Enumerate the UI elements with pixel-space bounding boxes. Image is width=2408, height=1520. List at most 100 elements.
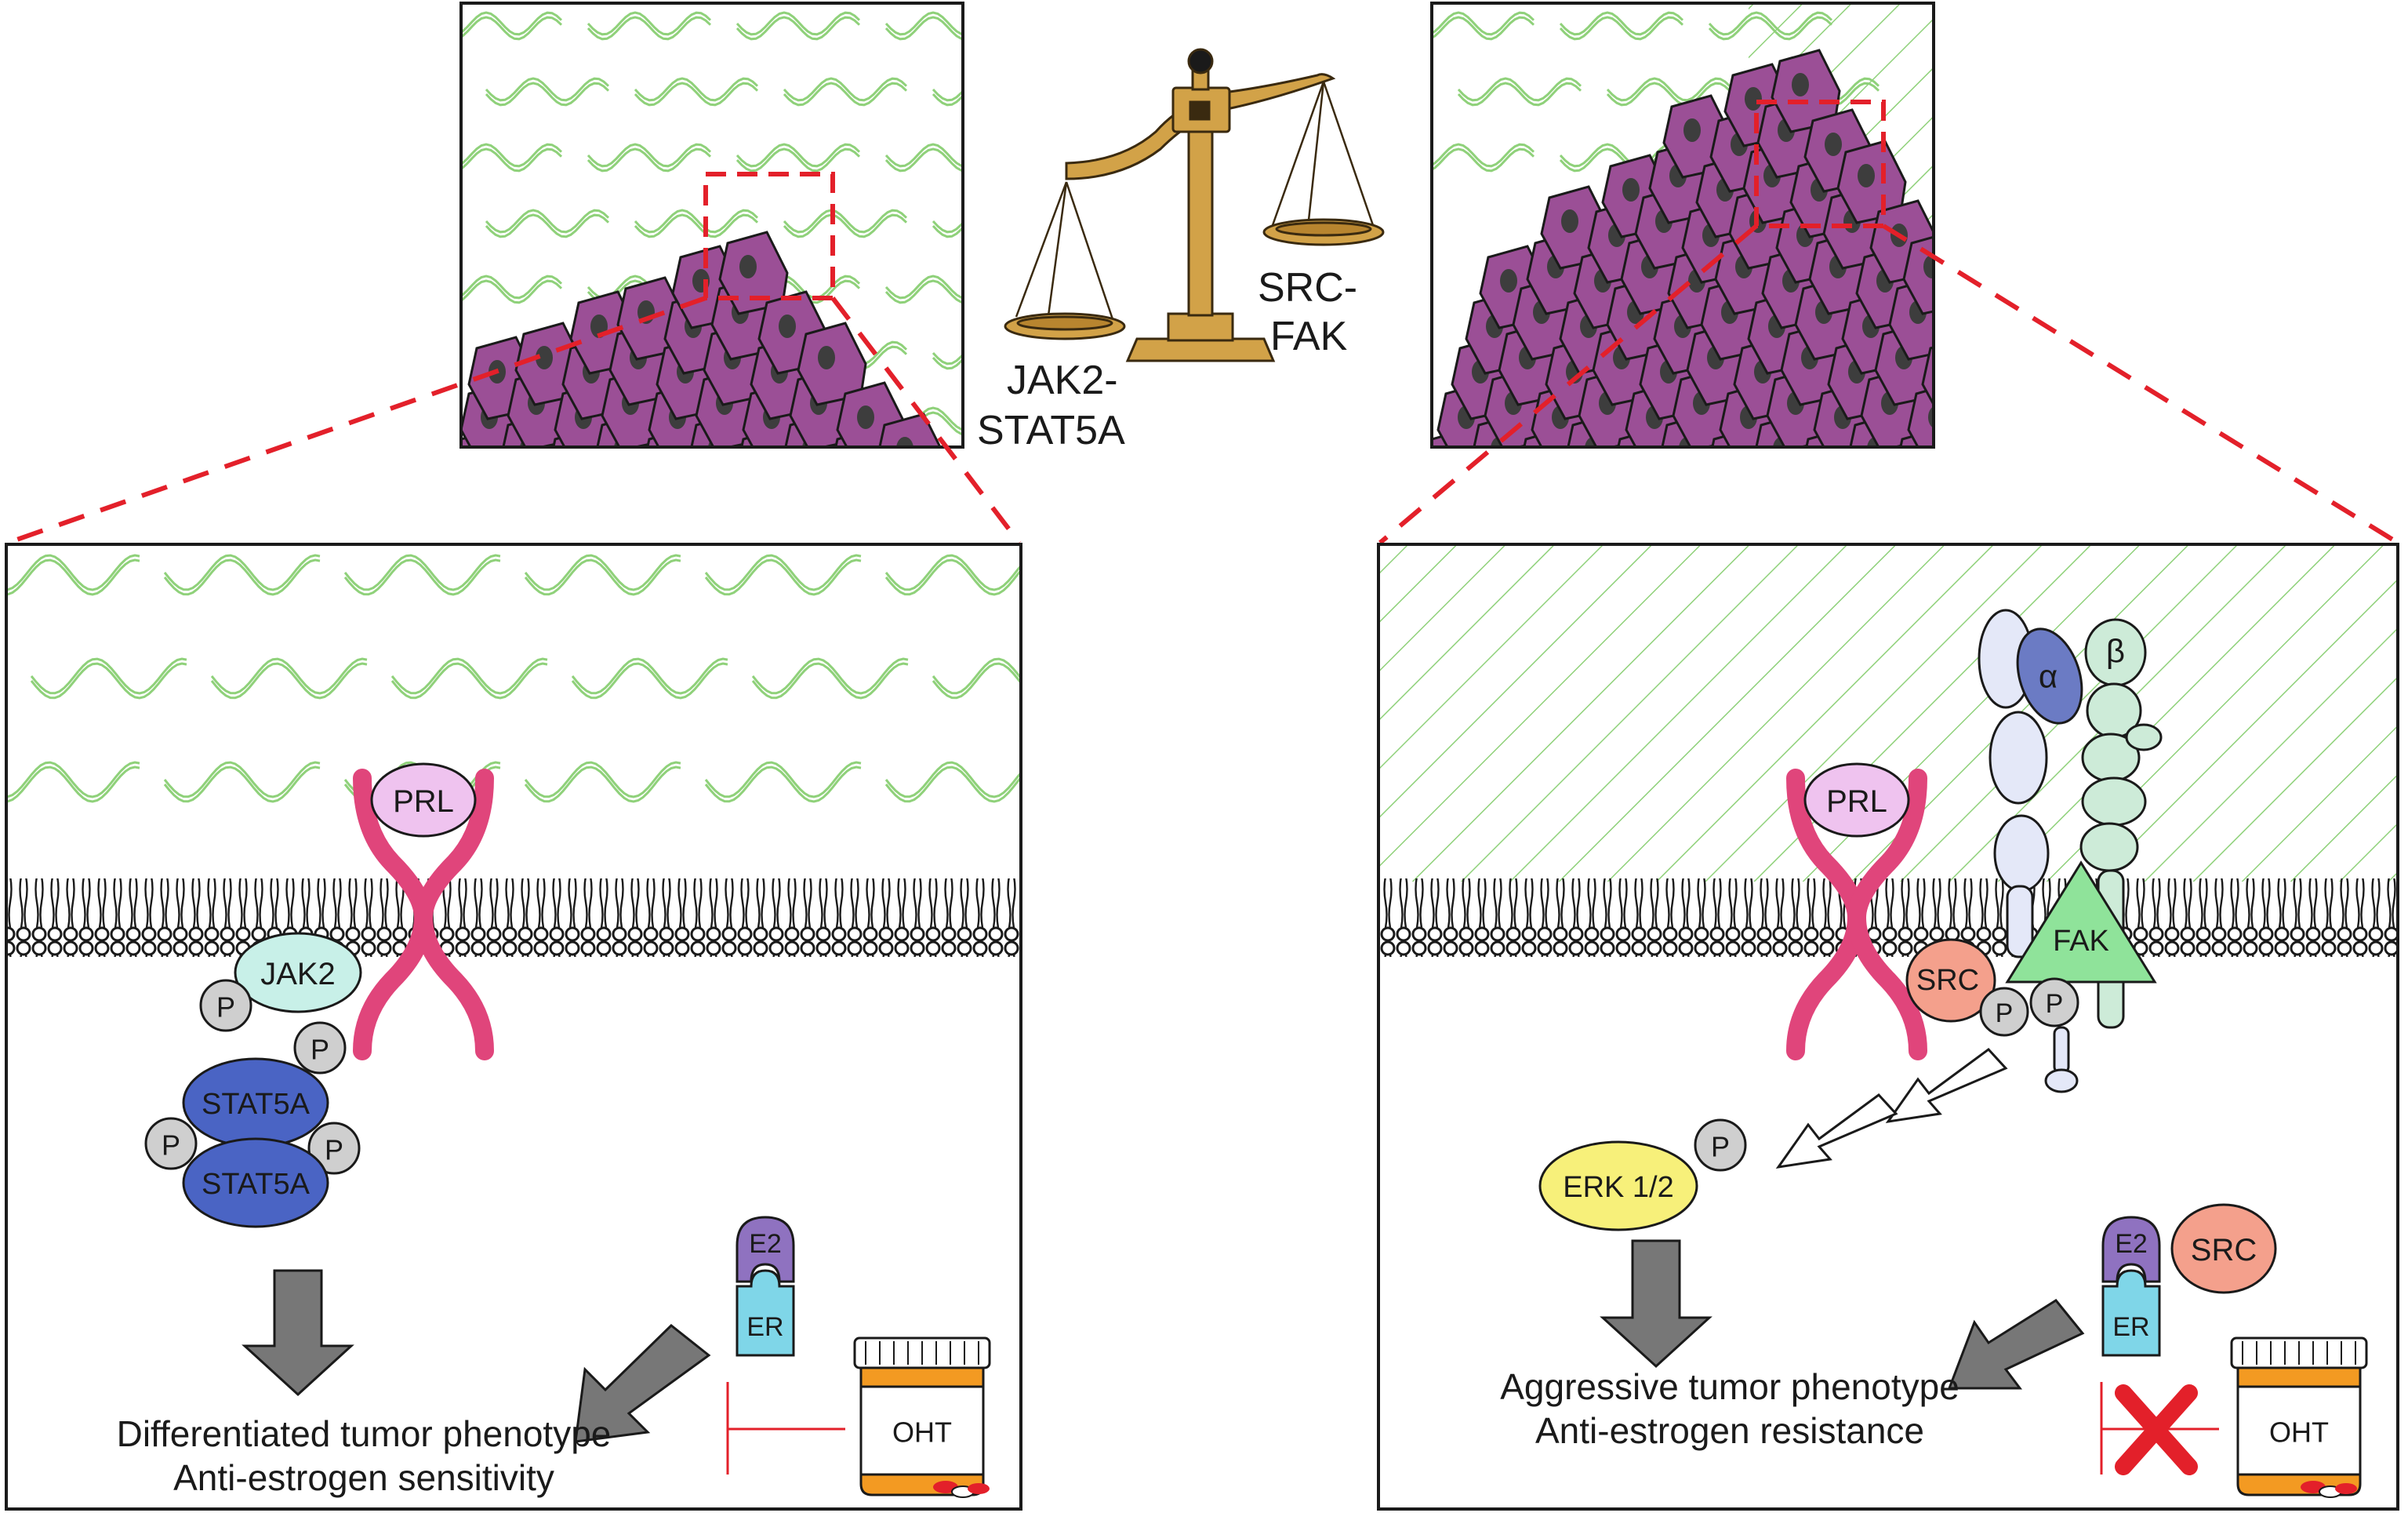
collagen-fiber [461,11,563,36]
hollow-arrow-icon [1885,1047,2008,1124]
balance-left-label-line2: STAT5A [977,408,1125,453]
collagen-fiber [1559,143,1684,168]
erk-label: ERK 1/2 [1563,1171,1674,1204]
collagen-fiber [461,143,563,168]
beta-label: β [2106,633,2125,670]
collagen-fiber [524,761,681,798]
collagen-fiber [461,147,563,173]
cell-nucleus [755,451,772,475]
balance-left-label-line1: JAK2- [1007,358,1118,403]
collagen-fiber [30,662,187,700]
src-label: SRC [1916,964,1979,997]
collagen-fiber [163,558,321,596]
cell-membrane [6,878,1021,957]
collagen-fiber [1559,16,1684,41]
collagen-fiber [783,213,908,238]
fak-kinase [2005,860,2157,984]
collagen-fiber [485,213,610,238]
cell-nucleus [1928,406,1934,428]
cell-nucleus [1956,315,1974,338]
phospho-label: P [311,1034,329,1066]
down-arrow-icon [242,1269,354,1397]
collagen-fiber [932,224,963,238]
src-label: SRC [2191,1233,2257,1267]
integrin-beta-subunit [2079,618,2163,1029]
cell-nucleus [1745,87,1762,111]
cell-nucleus [857,405,874,429]
cell-nucleus [1561,209,1578,233]
collagen-fiber [390,662,548,700]
e2-label: E2 [2115,1229,2148,1259]
collagen-fiber [1559,11,1684,36]
collagen-fiber [1606,82,1731,107]
collagen-fiber [783,77,908,102]
collagen-fiber [587,143,712,168]
e2-label: E2 [749,1229,782,1259]
blocked-x-icon [2115,1384,2198,1475]
diagonal-arrow-icon [574,1324,711,1443]
collagen-fiber [884,765,1021,803]
cell-nucleus [567,451,584,475]
collagen-fiber [1432,11,1535,36]
alpha-label: α [2039,658,2058,695]
collagen-fiber [163,765,321,803]
collagen-fiber [163,761,321,798]
collagen-fiber [461,275,563,300]
left-panel-frame [5,543,1022,1511]
fak-label: FAK [2053,925,2109,958]
top-left-tissue-thumbnail [461,11,963,475]
left-outcome-line1: Differentiated tumor phenotype [117,1413,612,1454]
phospho-group [307,1122,361,1175]
collagen-fiber [932,351,963,365]
left-outcome-line2: Anti-estrogen sensitivity [173,1457,554,1498]
phospho-group [2029,977,2079,1027]
cell-nucleus [1622,178,1640,202]
prl-receptor [1786,769,1927,1060]
cell-nucleus [1942,360,1959,384]
cell-nucleus [536,346,553,369]
collagen-fiber [524,558,681,596]
phospho-label: P [1996,998,2014,1028]
cell-nucleus [739,255,757,278]
collagen-fiber [343,558,501,596]
e2-ligand [735,1216,795,1283]
collagen-fiber [461,16,563,41]
cell-nucleus [1820,451,1837,475]
cell-nucleus [1500,269,1517,293]
collagen-fiber [634,77,759,102]
collagen-fiber [524,554,681,591]
cell-nucleus [1632,451,1649,475]
balance-right-label-line2: FAK [1270,314,1348,359]
tumor-cell-cluster [1432,49,2004,475]
top-right-zoom-box [1754,100,1886,228]
phospho-label: P [325,1134,343,1166]
integrin-alpha-subunit [1978,609,2050,958]
oht-pill-bottle-icon [853,1336,991,1498]
collagen-fiber [932,93,963,107]
collagen-fiber [485,209,610,234]
top-right-thumbnail-frame [1430,2,1935,449]
collagen-fiber [735,16,861,41]
tumor-cell [1937,292,2004,373]
collagen-fiber [704,761,862,798]
tumor-cell [878,413,942,447]
cell-nucleus [473,451,490,475]
prl-label: PRL [1826,784,1887,819]
stat5a-label: STAT5A [202,1168,311,1201]
phospho-group [293,1021,347,1075]
collagen-fiber [884,143,963,168]
collagen-fiber [1432,147,1535,173]
cell-nucleus [1914,451,1931,475]
inhibition-line [726,1382,845,1475]
cell-nucleus [849,451,866,475]
jak2-kinase [234,932,362,1013]
oht-pill-bottle-icon [2230,1336,2368,1498]
collagen-fiber [704,765,862,803]
cell-nucleus [1792,73,1809,96]
collagen-fiber [6,765,140,803]
collagen-fiber [884,16,963,41]
down-arrow-icon [1600,1239,1712,1369]
collagen-fiber [634,82,759,107]
collagen-fiber [704,554,862,591]
tumor-cell [1921,346,1934,407]
